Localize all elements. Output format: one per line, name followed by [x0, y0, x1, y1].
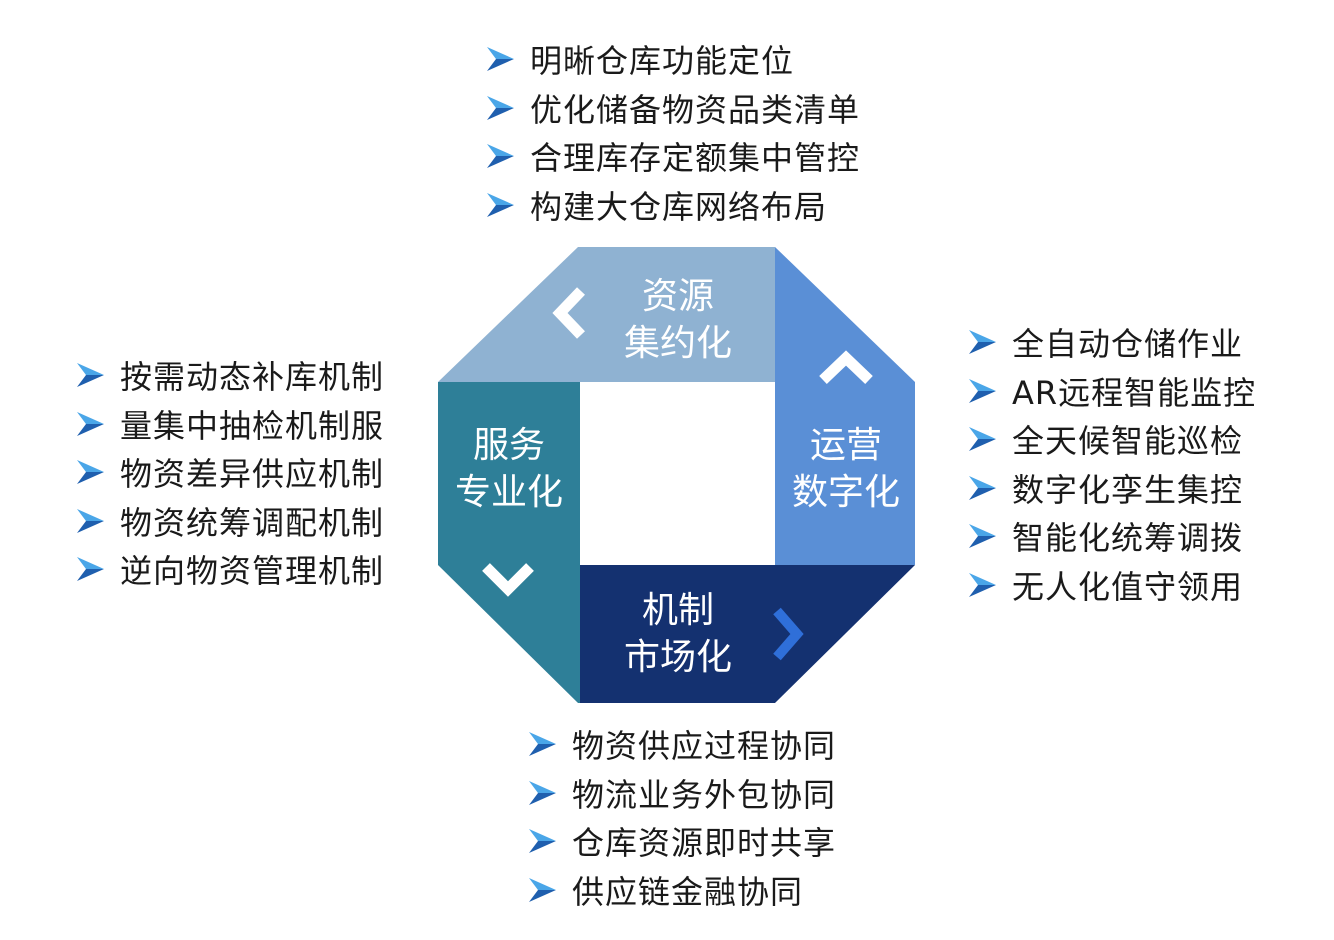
list-item-text: 供应链金融协同 [572, 872, 804, 911]
list-item: 智能化统筹调拨 [966, 512, 1256, 561]
arrow-bullet-icon [487, 95, 514, 120]
arrow-bullet-icon [969, 524, 996, 549]
operation-block [775, 247, 915, 565]
list-item: 全自动仓储作业 [966, 318, 1256, 367]
arrow-bullet-icon [529, 829, 556, 854]
service-label-line1: 服务 [473, 425, 545, 466]
list-item-text: 物流业务外包协同 [572, 775, 837, 814]
list-item: 物资差异供应机制 [74, 448, 384, 497]
list-item-text: 全天候智能巡检 [1012, 422, 1244, 461]
service-label-line2: 专业化 [455, 472, 563, 513]
arrow-bullet-icon [487, 192, 514, 217]
arrow-bullet-icon [969, 330, 996, 355]
list-item-text: 按需动态补库机制 [120, 358, 385, 397]
arrow-bullet-icon [487, 47, 514, 72]
list-item-text: 明晰仓库功能定位 [530, 42, 795, 81]
arrow-bullet-icon [969, 427, 996, 452]
list-item-text: 物资供应过程协同 [572, 727, 837, 766]
list-item: 明晰仓库功能定位 [484, 35, 860, 84]
list-item: 物资统筹调配机制 [74, 497, 384, 546]
arrow-bullet-icon [77, 557, 104, 582]
list-item: 优化储备物资品类清单 [484, 84, 860, 133]
arrow-bullet-icon [529, 877, 556, 902]
resource-label-line1: 资源 [642, 276, 714, 317]
mechanism-label-line1: 机制 [642, 590, 714, 631]
list-item: 供应链金融协同 [526, 866, 836, 915]
resource-measures-list: 明晰仓库功能定位优化储备物资品类清单合理库存定额集中管控构建大仓库网络布局 [484, 35, 860, 229]
list-item: 全天候智能巡检 [966, 415, 1256, 464]
operation-label-line2: 数字化 [792, 472, 900, 513]
mechanism-block [580, 565, 915, 703]
list-item: 仓库资源即时共享 [526, 817, 836, 866]
list-item: 逆向物资管理机制 [74, 545, 384, 594]
arrow-bullet-icon [969, 572, 996, 597]
service-block [438, 382, 580, 703]
arrow-bullet-icon [487, 144, 514, 169]
mechanism-label-line2: 市场化 [624, 637, 732, 678]
arrow-bullet-icon [77, 411, 104, 436]
list-item-text: 逆向物资管理机制 [120, 552, 385, 591]
list-item: 物资供应过程协同 [526, 720, 836, 769]
operation-measures-list: 全自动仓储作业 AR远程智能监控全天候智能巡检数字化孪生集控智能化统筹调拨无人化值… [966, 318, 1256, 609]
list-item: 无人化值守领用 [966, 561, 1256, 610]
list-item: 合理库存定额集中管控 [484, 132, 860, 181]
arrow-bullet-icon [77, 363, 104, 388]
list-item: AR远程智能监控 [966, 367, 1256, 416]
list-item-text: 智能化统筹调拨 [1012, 519, 1244, 558]
chevron-down-icon [482, 563, 534, 597]
list-item-text: 物资差异供应机制 [120, 455, 385, 494]
arrow-bullet-icon [77, 508, 104, 533]
list-item-text: 构建大仓库网络布局 [530, 187, 828, 226]
arrow-bullet-icon [969, 378, 996, 403]
resource-block [438, 247, 775, 382]
mechanism-measures-list: 物资供应过程协同物流业务外包协同仓库资源即时共享供应链金融协同 [526, 720, 836, 914]
list-item-text: 量集中抽检机制服 [120, 406, 385, 445]
list-item-text: 全自动仓储作业 [1012, 325, 1244, 364]
resource-label-line2: 集约化 [624, 323, 732, 364]
list-item: 按需动态补库机制 [74, 351, 384, 400]
arrow-bullet-icon [77, 460, 104, 485]
list-item: 数字化孪生集控 [966, 464, 1256, 513]
center-square [580, 382, 775, 565]
list-item: 物流业务外包协同 [526, 769, 836, 818]
list-item-text: 仓库资源即时共享 [572, 824, 837, 863]
list-item-text: AR远程智能监控 [1012, 373, 1257, 412]
list-item-text: 合理库存定额集中管控 [530, 139, 861, 178]
operation-label-line1: 运营 [810, 425, 882, 466]
list-item-text: 无人化值守领用 [1012, 567, 1244, 606]
chevron-up-icon [819, 350, 873, 384]
service-measures-list: 按需动态补库机制量集中抽检机制服物资差异供应机制物资统筹调配机制逆向物资管理机制 [74, 351, 384, 594]
list-item-text: 优化储备物资品类清单 [530, 90, 861, 129]
arrow-bullet-icon [529, 780, 556, 805]
arrow-bullet-icon [529, 732, 556, 757]
arrow-bullet-icon [969, 475, 996, 500]
list-item: 量集中抽检机制服 [74, 400, 384, 449]
list-item: 构建大仓库网络布局 [484, 181, 860, 230]
chevron-right-icon [773, 607, 804, 661]
chevron-left-icon [552, 287, 585, 339]
list-item-text: 物资统筹调配机制 [120, 503, 385, 542]
list-item-text: 数字化孪生集控 [1012, 470, 1244, 509]
